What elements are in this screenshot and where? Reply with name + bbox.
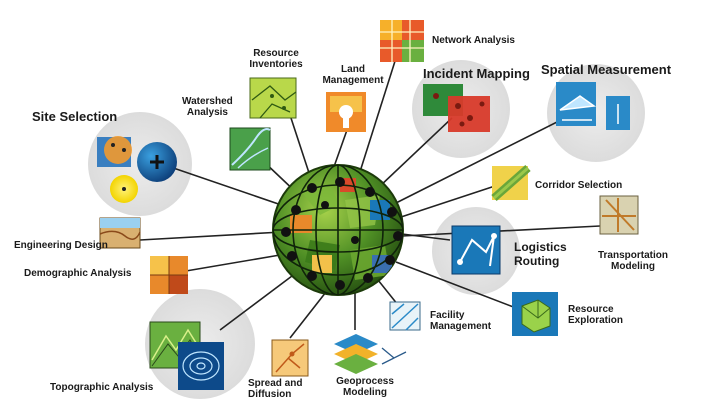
topographic-analysis-icon xyxy=(149,321,224,390)
resource-inventories-icon xyxy=(249,77,297,119)
land-management-line2: Management xyxy=(322,75,384,86)
resource-inventories-label: Resource Inventories xyxy=(244,48,308,70)
transportation-line1: Transportation xyxy=(597,250,668,261)
network-analysis-icon xyxy=(380,20,424,62)
resource-exploration-line1: Resource xyxy=(568,304,614,315)
land-management-icon xyxy=(326,92,366,132)
spread-diffusion-icon xyxy=(271,339,309,377)
demographic-analysis-icon xyxy=(150,256,188,294)
facility-management-icon xyxy=(389,301,421,331)
transportation-modeling-icon xyxy=(599,195,639,235)
demographic-analysis-label: Demographic Analysis xyxy=(24,268,132,279)
geoprocess-line1: Geoprocess xyxy=(336,376,394,387)
topographic-analysis-label: Topographic Analysis xyxy=(50,382,154,393)
land-management-label: Land Management xyxy=(318,64,388,86)
resource-exploration-icon xyxy=(512,292,558,336)
watershed-line2: Analysis xyxy=(186,107,228,118)
site-selection-label: Site Selection xyxy=(32,109,118,124)
watershed-analysis-label: Watershed Analysis xyxy=(182,96,233,118)
resource-exploration-label: Resource Exploration xyxy=(568,304,623,326)
connector-lines xyxy=(139,57,601,339)
facility-line2: Management xyxy=(430,321,492,332)
spread-diffusion-label: Spread and Diffusion xyxy=(248,378,302,400)
land-management-line1: Land xyxy=(341,64,365,75)
site-selection-icon xyxy=(97,136,177,203)
watershed-line1: Watershed xyxy=(182,96,233,107)
corridor-selection-label: Corridor Selection xyxy=(535,180,623,191)
transportation-modeling-label: Transportation Modeling xyxy=(586,250,680,272)
geoprocess-line2: Modeling xyxy=(343,387,387,398)
incident-mapping-icon xyxy=(423,84,490,132)
spatial-measurement-icon xyxy=(556,82,630,130)
facility-management-label: Facility Management xyxy=(430,310,491,332)
spread-line2: Diffusion xyxy=(248,389,292,400)
spread-line1: Spread and xyxy=(248,378,303,389)
facility-line1: Facility xyxy=(430,310,465,321)
engineering-design-label: Engineering Design xyxy=(14,240,108,251)
transportation-line2: Modeling xyxy=(611,261,655,272)
resource-exploration-line2: Exploration xyxy=(568,315,624,326)
geoprocess-modeling-label: Geoprocess Modeling xyxy=(330,376,400,398)
logistics-line1: Logistics xyxy=(514,240,567,254)
globe-icon xyxy=(272,164,404,296)
resource-inventories-line2: Inventories xyxy=(249,59,303,70)
spatial-measurement-label: Spatial Measurement xyxy=(541,62,672,77)
engineering-design-icon xyxy=(99,217,141,249)
incident-mapping-label: Incident Mapping xyxy=(423,66,530,81)
logistics-routing-icon xyxy=(451,225,501,275)
resource-inventories-line1: Resource xyxy=(253,48,299,59)
network-analysis-label: Network Analysis xyxy=(432,35,515,46)
logistics-routing-label: Logistics Routing xyxy=(514,240,567,268)
corridor-selection-icon xyxy=(491,165,531,201)
watershed-analysis-icon xyxy=(229,127,271,171)
geoprocess-modeling-icon xyxy=(334,334,407,374)
logistics-line2: Routing xyxy=(514,254,560,268)
